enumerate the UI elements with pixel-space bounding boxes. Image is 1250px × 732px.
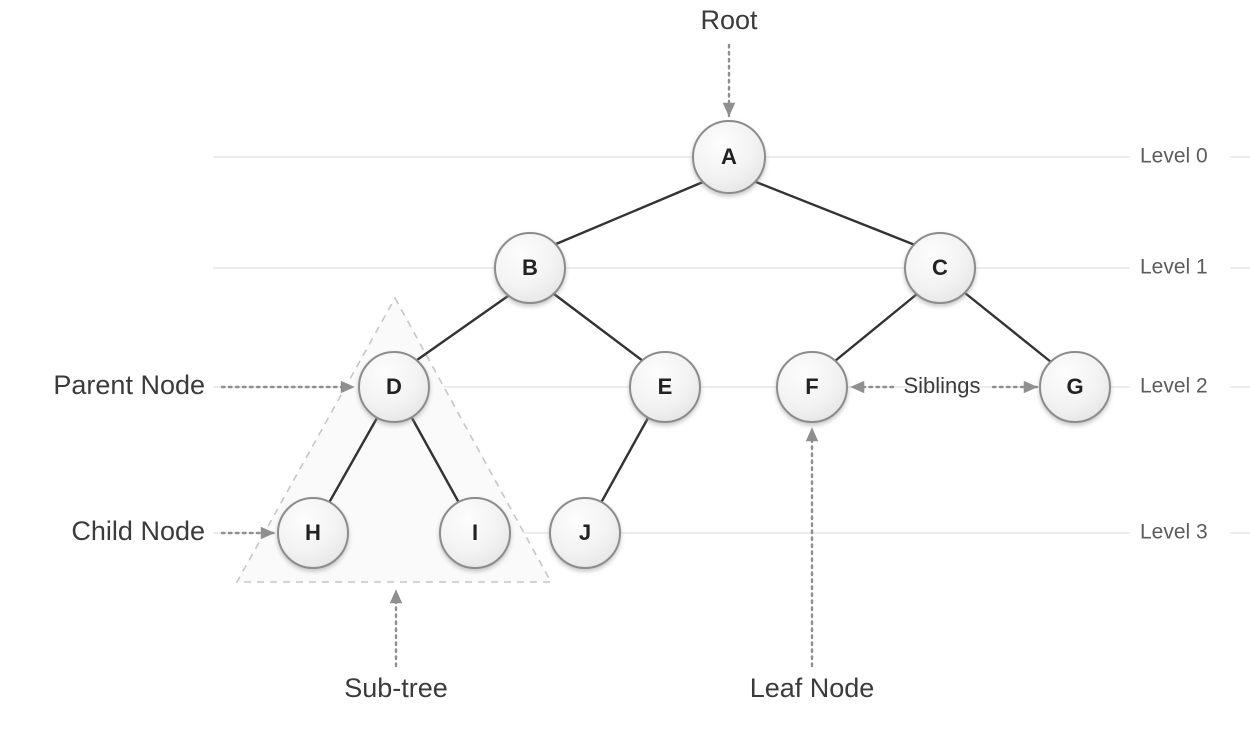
node-h[interactable]: H xyxy=(277,497,349,569)
annotation-sub-tree: Sub-tree xyxy=(344,588,448,703)
node-d[interactable]: D xyxy=(358,351,430,423)
level-0-label: Level 0 xyxy=(1140,145,1208,168)
siblings-label: Siblings xyxy=(903,373,980,398)
child-node-label: Child Node xyxy=(71,516,205,546)
edge-b-d xyxy=(415,294,510,362)
node-h-label: H xyxy=(305,520,321,545)
level-0-label-bg xyxy=(1130,144,1230,170)
node-b-label: B xyxy=(522,255,538,280)
edge-d-i xyxy=(410,416,460,503)
level-2-label: Level 2 xyxy=(1140,375,1208,398)
annotation-child-node: Child Node xyxy=(71,516,276,546)
node-f-label: F xyxy=(805,374,818,399)
node-j[interactable]: J xyxy=(549,497,621,569)
node-g-label: G xyxy=(1066,374,1083,399)
annotation-siblings: Siblings xyxy=(849,373,1039,398)
edge-e-j xyxy=(600,416,650,503)
edge-c-f xyxy=(833,292,919,363)
tree-nodes: A B C D E F G xyxy=(277,120,1111,569)
node-j-circle[interactable] xyxy=(549,497,621,569)
edge-c-g xyxy=(963,291,1053,364)
annotation-parent-node: Parent Node xyxy=(53,370,356,400)
node-c-circle[interactable] xyxy=(904,232,976,304)
node-e-circle[interactable] xyxy=(629,351,701,423)
edge-a-b xyxy=(554,180,705,246)
annotation-leaf-node: Leaf Node xyxy=(750,426,875,703)
node-b-circle[interactable] xyxy=(494,232,566,304)
node-g[interactable]: G xyxy=(1039,351,1111,423)
node-a[interactable]: A xyxy=(692,120,766,194)
level-3-label: Level 3 xyxy=(1140,521,1208,544)
node-j-label: J xyxy=(579,520,591,545)
tree-edges xyxy=(328,180,1053,503)
node-a-circle[interactable] xyxy=(692,120,766,194)
node-e-label: E xyxy=(658,374,673,399)
sub-tree-label: Sub-tree xyxy=(344,673,448,703)
node-e[interactable]: E xyxy=(629,351,701,423)
node-c[interactable]: C xyxy=(904,232,976,304)
node-b[interactable]: B xyxy=(494,232,566,304)
level-labels: Level 0 Level 1 Level 2 Level 3 xyxy=(1130,144,1230,546)
leaf-node-label: Leaf Node xyxy=(750,673,875,703)
edge-d-h xyxy=(328,416,379,503)
root-label: Root xyxy=(700,5,758,35)
level-2-label-bg xyxy=(1130,374,1230,400)
node-g-circle[interactable] xyxy=(1039,351,1111,423)
edge-b-e xyxy=(552,292,645,363)
edge-a-c xyxy=(754,180,917,247)
node-a-label: A xyxy=(721,144,737,169)
node-i-label: I xyxy=(472,520,478,545)
node-c-label: C xyxy=(932,255,948,280)
node-f-circle[interactable] xyxy=(776,351,848,423)
node-i-circle[interactable] xyxy=(439,497,511,569)
annotation-root: Root xyxy=(700,5,758,118)
node-d-label: D xyxy=(386,374,402,399)
node-h-circle[interactable] xyxy=(277,497,349,569)
level-1-label-bg xyxy=(1130,255,1230,281)
node-i[interactable]: I xyxy=(439,497,511,569)
level-3-label-bg xyxy=(1130,520,1230,546)
parent-node-label: Parent Node xyxy=(53,370,205,400)
node-f[interactable]: F xyxy=(776,351,848,423)
level-1-label: Level 1 xyxy=(1140,256,1208,279)
node-d-circle[interactable] xyxy=(358,351,430,423)
